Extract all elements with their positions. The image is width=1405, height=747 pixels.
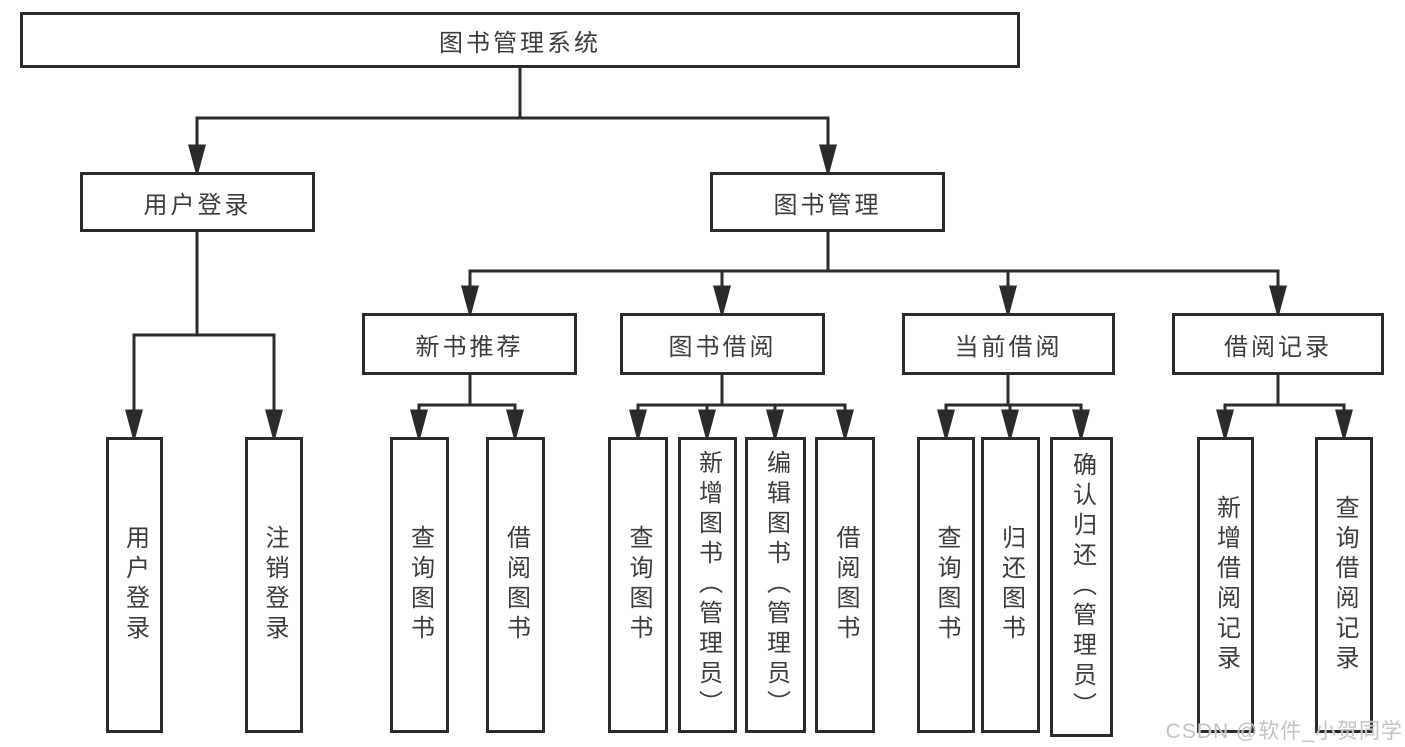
leaf-query-borrow-record-label: 查询借阅记录 [1331,495,1358,675]
node-user-login: 用户登录 [80,172,315,232]
node-current-borrowing-label: 当前借阅 [954,333,1063,361]
leaf-borrow-books-1-label: 借阅图书 [502,525,530,645]
node-new-book-recommend: 新书推荐 [362,313,577,375]
leaf-query-books-2-label: 查询图书 [625,525,652,645]
csdn-watermark: CSDN @软件_小贺同学 [1165,720,1403,743]
node-root: 图书管理系统 [20,12,1020,68]
leaf-query-books-3: 查询图书 [917,437,975,733]
node-book-borrowing: 图书借阅 [620,313,825,375]
node-book-management: 图书管理 [710,172,945,232]
leaf-query-books-3-label: 查询图书 [933,525,960,645]
node-root-label: 图书管理系统 [439,29,601,57]
node-borrow-records: 借阅记录 [1172,313,1384,375]
leaf-edit-books-admin-label: 编辑图书（管理员） [762,450,790,720]
leaf-user-login: 用户登录 [106,437,163,733]
leaf-return-books-label: 归还图书 [997,525,1025,645]
leaf-query-books-2: 查询图书 [608,437,668,733]
leaf-logout: 注销登录 [245,437,303,733]
leaf-add-borrow-record-label: 新增借阅记录 [1212,495,1240,675]
node-current-borrowing: 当前借阅 [902,313,1115,375]
leaf-borrow-books-2-label: 借阅图书 [832,525,859,645]
node-book-borrowing-label: 图书借阅 [668,333,777,361]
leaf-add-books-admin-label: 新增图书（管理员） [694,450,722,720]
leaf-return-books: 归还图书 [981,437,1040,733]
leaf-add-books-admin: 新增图书（管理员） [678,437,737,733]
leaf-logout-label: 注销登录 [261,525,288,645]
leaf-edit-books-admin: 编辑图书（管理员） [745,437,806,733]
leaf-borrow-books-2: 借阅图书 [815,437,875,733]
leaf-confirm-return-admin: 确认归还（管理员） [1050,437,1113,737]
leaf-borrow-books-1: 借阅图书 [486,437,545,733]
node-user-login-label: 用户登录 [143,191,252,219]
leaf-add-borrow-record: 新增借阅记录 [1197,437,1254,733]
leaf-query-books-1-label: 查询图书 [406,525,434,645]
leaf-query-books-1: 查询图书 [390,437,449,733]
leaf-confirm-return-admin-label: 确认归还（管理员） [1068,452,1096,722]
leaf-query-borrow-record: 查询借阅记录 [1315,437,1373,733]
leaf-user-login-label: 用户登录 [121,525,149,645]
node-book-management-label: 图书管理 [773,191,882,219]
node-borrow-records-label: 借阅记录 [1224,333,1332,361]
node-new-book-recommend-label: 新书推荐 [415,333,524,361]
